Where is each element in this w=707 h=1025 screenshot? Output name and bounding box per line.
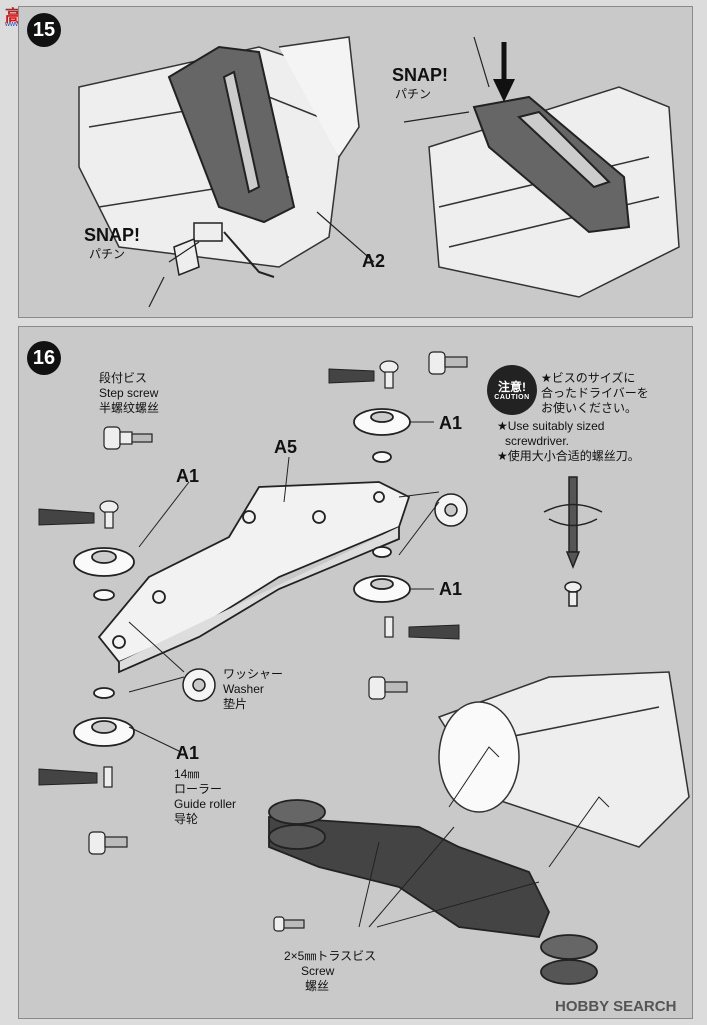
step-16-number: 16 xyxy=(27,341,61,375)
part-label-a2: A2 xyxy=(362,251,386,271)
a5-arm-drawing xyxy=(97,481,411,674)
screw-label-cn: 螺丝 xyxy=(305,979,330,993)
screw-label-en: Screw xyxy=(301,964,335,978)
caution-line-3: お使いください。 xyxy=(541,401,638,415)
washer-label-en: Washer xyxy=(223,682,264,696)
part-label-a1-right-top: A1 xyxy=(439,413,463,433)
step-screw-label-jp: 段付ビス xyxy=(99,371,148,385)
step-screw-icon xyxy=(103,426,153,450)
part-label-a1-left-bottom: A1 xyxy=(176,743,200,763)
snap-label-right-jp: パチン xyxy=(395,87,432,101)
step-screw-label-en: Step screw xyxy=(99,386,159,400)
screw-label-jp: 2×5㎜トラスビス xyxy=(284,949,377,963)
washer-label-jp: ワッシャー xyxy=(223,667,284,681)
caution-line-2: 合ったドライバーを xyxy=(541,386,649,400)
step-15-illustration xyxy=(78,36,680,308)
assembled-a5-dark xyxy=(268,799,598,985)
washer-label-cn: 垫片 xyxy=(223,697,248,711)
roller-size-label: 14㎜ xyxy=(174,767,200,781)
part-label-a1-right-bottom: A1 xyxy=(439,579,463,599)
part-label-a1-left-top: A1 xyxy=(176,466,200,486)
caution-line-4: ★Use suitably sized xyxy=(497,419,605,433)
caution-badge-jp: 注意! xyxy=(498,379,526,394)
part-label-a5: A5 xyxy=(274,437,298,457)
footer-watermark: HOBBY SEARCH xyxy=(555,998,677,1015)
caution-line-6: ★使用大小合适的螺丝刀。 xyxy=(497,449,640,463)
caution-line-5: screwdriver. xyxy=(505,434,570,448)
roller-label-jp: ローラー xyxy=(174,782,223,796)
step-15-number: 15 xyxy=(27,13,61,47)
roller-label-en: Guide roller xyxy=(174,797,237,811)
step-16-panel: 16 段付ビス Step screw 半螺纹螺丝 A1 A5 A1 A1 A1 … xyxy=(18,326,693,1019)
step-16-illustration xyxy=(38,351,690,985)
snap-label-left-jp: パチン xyxy=(89,247,126,261)
caution-badge-en: CAUTION xyxy=(494,393,530,401)
step-screw-label-cn: 半螺纹螺丝 xyxy=(99,401,160,415)
roller-label-cn: 导轮 xyxy=(174,812,199,826)
caution-line-1: ★ビスのサイズに xyxy=(541,371,636,385)
snap-label-left: SNAP! xyxy=(84,225,141,245)
snap-label-right: SNAP! xyxy=(392,65,449,85)
step-15-panel: 15 SNAP! パチン SNAP! パチン A2 xyxy=(18,6,693,318)
caution-icon: 注意! CAUTION xyxy=(487,365,537,415)
